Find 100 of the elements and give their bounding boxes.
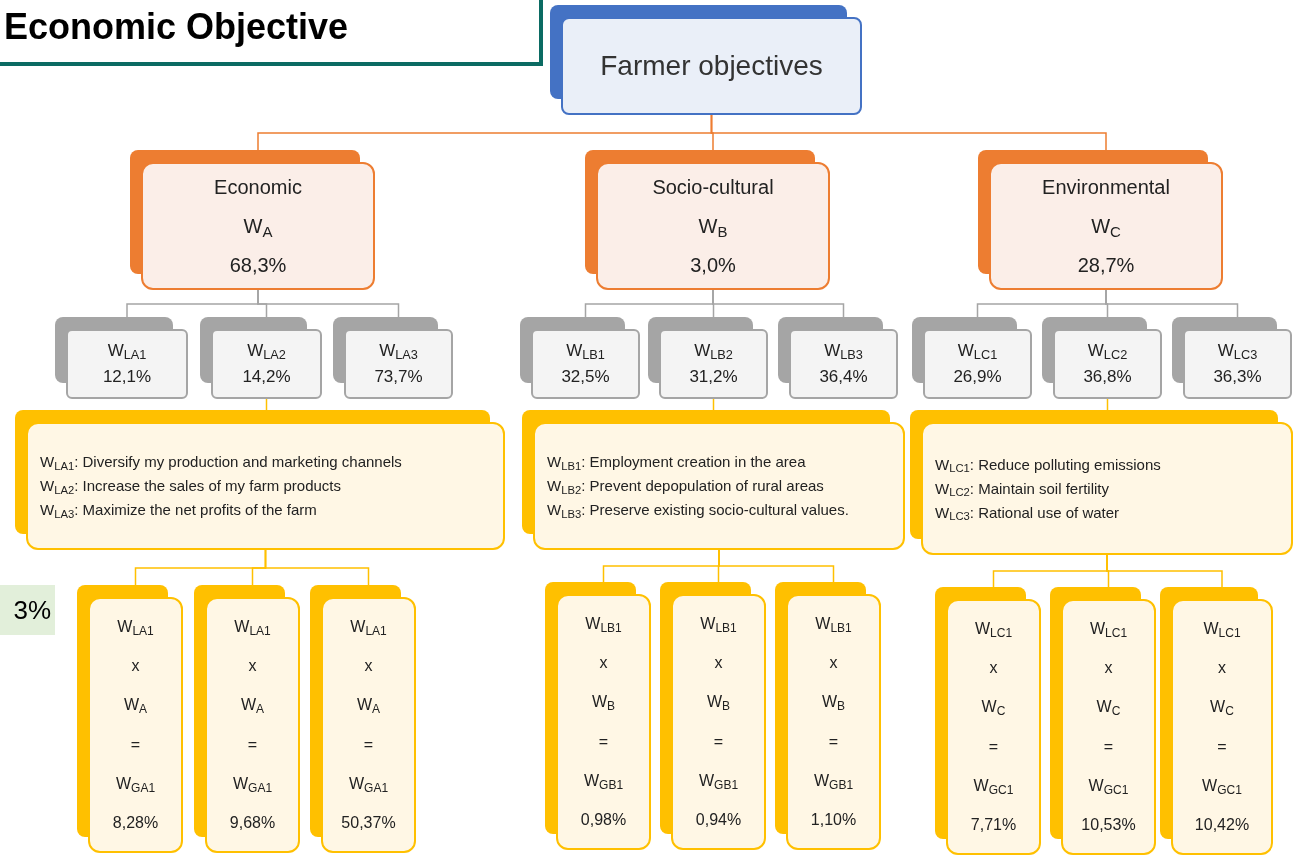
weight-box bbox=[1172, 317, 1292, 399]
operator: = bbox=[130, 734, 141, 755]
operator: x bbox=[599, 653, 608, 673]
weight-symbol: W$_{C}$ bbox=[1096, 697, 1121, 720]
weight-value: 28,7% bbox=[1077, 252, 1135, 278]
weight-symbol: W$_{A}$ bbox=[240, 695, 265, 718]
objective-definition: W$_{LA3}$: Maximize the net profits of the farm bbox=[40, 500, 318, 520]
category-box bbox=[978, 150, 1223, 290]
operator: x bbox=[248, 656, 257, 676]
operator: = bbox=[598, 731, 609, 752]
slide-heading: Economic Objective bbox=[0, 0, 543, 66]
weight-symbol: W$_{GA1}$ bbox=[115, 773, 156, 796]
weight-symbol: W$_{LA1}$ bbox=[350, 616, 387, 639]
value-tag: 3% bbox=[0, 585, 55, 635]
weight-symbol: W$_{LB2}$ bbox=[694, 340, 733, 364]
formula-box bbox=[194, 585, 300, 853]
formula-box bbox=[660, 582, 766, 850]
weight-symbol: W$_{LA1}$ bbox=[234, 616, 271, 639]
category-name: Socio-cultural bbox=[652, 175, 774, 201]
weight-box bbox=[778, 317, 898, 399]
weight-value: 50,37% bbox=[341, 813, 396, 834]
weight-value: 73,7% bbox=[374, 366, 423, 388]
weight-value: 68,3% bbox=[229, 252, 287, 278]
operator: = bbox=[828, 731, 839, 752]
weight-box bbox=[55, 317, 188, 399]
weight-value: 9,68% bbox=[229, 813, 276, 834]
operator: x bbox=[829, 653, 838, 673]
weight-value: 1,10% bbox=[810, 810, 857, 831]
weight-value: 36,8% bbox=[1083, 366, 1132, 388]
operator: x bbox=[364, 656, 373, 676]
operator: = bbox=[1103, 736, 1114, 757]
weight-box bbox=[1042, 317, 1162, 399]
weight-symbol: W$_{B}$ bbox=[706, 692, 731, 715]
weight-symbol: W$_{LB3}$ bbox=[824, 340, 863, 364]
operator: x bbox=[989, 658, 998, 678]
weight-value: 14,2% bbox=[242, 366, 291, 388]
weight-symbol: W$_{LB1}$ bbox=[585, 613, 622, 636]
root-box bbox=[550, 5, 862, 115]
weight-symbol: W$_{GA1}$ bbox=[232, 773, 273, 796]
operator: x bbox=[714, 653, 723, 673]
weight-symbol: W$_{LC1}$ bbox=[1089, 618, 1128, 641]
weight-value: 7,71% bbox=[970, 815, 1017, 836]
weight-symbol: W$_{GB1}$ bbox=[583, 770, 624, 793]
weight-symbol: W$_{LC1}$ bbox=[957, 340, 998, 364]
weight-symbol: W$_{LA1}$ bbox=[107, 340, 147, 364]
weight-box bbox=[912, 317, 1032, 399]
weight-value: 12,1% bbox=[102, 366, 152, 388]
category-box bbox=[585, 150, 830, 290]
weight-symbol: W$_{LA3}$ bbox=[379, 340, 418, 364]
operator: = bbox=[713, 731, 724, 752]
formula-box bbox=[1050, 587, 1156, 855]
weight-value: 31,2% bbox=[689, 366, 738, 388]
weight-symbol: W$_{A}$ bbox=[243, 214, 273, 241]
objective-definition: W$_{LB1}$: Employment creation in the area bbox=[547, 452, 807, 472]
connector-line bbox=[718, 549, 835, 583]
weight-box bbox=[333, 317, 453, 399]
weight-value: 3,0% bbox=[690, 252, 736, 278]
connector-line bbox=[264, 549, 370, 586]
weight-symbol: W$_{B}$ bbox=[591, 692, 616, 715]
operator: = bbox=[988, 736, 999, 757]
objective-definition: W$_{LA2}$: Increase the sales of my farm products bbox=[40, 476, 342, 496]
weight-symbol: W$_{GB1}$ bbox=[698, 770, 739, 793]
weight-symbol: W$_{LC3}$ bbox=[1217, 340, 1258, 364]
formula-box bbox=[1160, 587, 1273, 855]
definition-box bbox=[910, 410, 1293, 555]
weight-symbol: W$_{LA1}$ bbox=[117, 616, 154, 639]
weight-value: 36,4% bbox=[819, 366, 868, 388]
weight-symbol: W$_{LC1}$ bbox=[974, 618, 1013, 641]
weight-symbol: W$_{GC1}$ bbox=[1088, 775, 1129, 798]
formula-box bbox=[775, 582, 881, 850]
operator: x bbox=[1104, 658, 1113, 678]
weight-box bbox=[648, 317, 768, 399]
weight-symbol: W$_{GB1}$ bbox=[813, 770, 854, 793]
objective-definition: W$_{LB3}$: Preserve existing socio-cultural values. bbox=[547, 500, 850, 520]
objective-definition: W$_{LB2}$: Prevent depopulation of rural areas bbox=[547, 476, 825, 496]
weight-value: 10,53% bbox=[1081, 815, 1136, 836]
weight-value: 26,9% bbox=[953, 366, 1002, 388]
formula-box bbox=[310, 585, 416, 853]
objective-definition: W$_{LA1}$: Diversify my production and marketing channels bbox=[40, 452, 403, 472]
weight-symbol: W$_{LB1}$ bbox=[815, 613, 852, 636]
weight-box bbox=[520, 317, 640, 399]
weight-symbol: W$_{C}$ bbox=[1091, 214, 1121, 241]
category-name: Environmental bbox=[1042, 175, 1170, 201]
connector-line bbox=[710, 114, 1107, 151]
formula-box bbox=[935, 587, 1041, 855]
weight-symbol: W$_{LC1}$ bbox=[1203, 618, 1241, 641]
operator: = bbox=[363, 734, 374, 755]
weight-symbol: W$_{C}$ bbox=[981, 697, 1006, 720]
objective-definition: W$_{LC2}$: Maintain soil fertility bbox=[935, 478, 1111, 499]
weight-symbol: W$_{LA2}$ bbox=[247, 340, 286, 364]
weight-value: 0,94% bbox=[695, 810, 742, 831]
weight-value: 8,28% bbox=[112, 813, 159, 834]
weight-symbol: W$_{LC2}$ bbox=[1087, 340, 1128, 364]
weight-value: 0,98% bbox=[580, 810, 627, 831]
definition-box bbox=[522, 410, 905, 550]
weight-symbol: W$_{LB1}$ bbox=[700, 613, 737, 636]
weight-symbol: W$_{GC1}$ bbox=[1202, 775, 1242, 798]
weight-symbol: W$_{A}$ bbox=[356, 695, 381, 718]
weight-value: 36,3% bbox=[1213, 366, 1262, 388]
formula-box bbox=[77, 585, 183, 853]
